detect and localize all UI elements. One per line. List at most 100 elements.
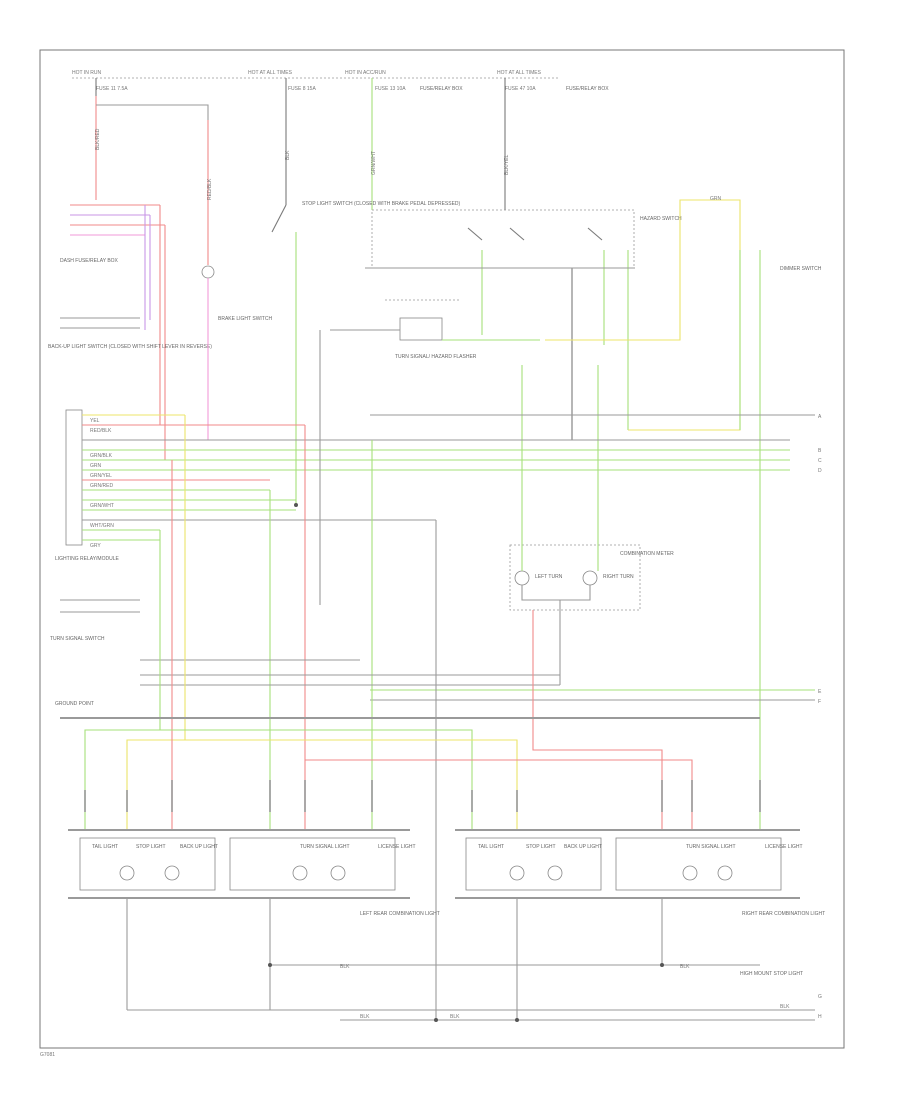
wire-label-2: RED/BLK	[207, 178, 213, 200]
wire-label-1: BLK/RED	[95, 128, 101, 150]
wire-label-4: GRN/WHT	[371, 151, 377, 175]
ground-node-1	[268, 963, 272, 967]
ground-label-1: BLK	[340, 964, 350, 970]
wire-harness-tail-left	[84, 530, 161, 830]
left-turn-indicator-icon	[514, 570, 530, 586]
ground-node-4	[515, 1018, 519, 1022]
diagram-frame	[39, 49, 845, 1049]
hazard-contact-2	[509, 227, 525, 241]
module-label-9: GRY	[90, 543, 101, 549]
right-tail-bulb-icon	[682, 865, 698, 881]
right-stop-bulb-icon	[509, 865, 525, 881]
brake-switch-label: BRAKE LIGHT SWITCH	[218, 316, 272, 322]
right-stop-light-label: STOP LIGHT	[526, 844, 556, 850]
ground-label-5: BLK	[780, 1004, 790, 1010]
ground-node-3	[434, 1018, 438, 1022]
module-label-4: GRN	[90, 463, 102, 469]
ground-label-3: BLK	[360, 1014, 370, 1020]
hazard-switch-box	[371, 209, 635, 269]
stop-switch-node	[294, 503, 298, 507]
right-backup-light-label: BACK UP LIGHT	[564, 844, 602, 850]
left-backup-bulb-icon	[164, 865, 180, 881]
fuse-1-label: FUSE 11 7.5A	[96, 86, 128, 92]
left-turn-bulb-icon	[330, 865, 346, 881]
right-rear-label: RIGHT REAR COMBINATION LIGHT	[742, 911, 825, 917]
ground-node-2	[660, 963, 664, 967]
turn-signal-label: TURN SIGNAL/ HAZARD FLASHER	[395, 354, 477, 360]
left-tail-bulb-icon	[292, 865, 308, 881]
module-label-1: YEL	[90, 418, 100, 424]
lighting-module-label: LIGHTING RELAY/MODULE	[55, 556, 119, 562]
wire-harness-tail-right	[160, 729, 473, 830]
right-backup-bulb-icon	[547, 865, 563, 881]
wire-meter-ground	[521, 585, 591, 601]
turn-signal-flasher-box	[399, 317, 443, 341]
lighting-module-box	[65, 409, 83, 546]
left-rear-label: LEFT REAR COMBINATION LIGHT	[360, 911, 440, 917]
fuse-4-label: FUSE 47 10A	[505, 86, 536, 92]
off-page-h: H	[818, 1014, 822, 1020]
reverse-switch-label: BACK-UP LIGHT SWITCH (CLOSED WITH SHIFT …	[48, 344, 212, 350]
indicator-label: COMBINATION METER	[620, 551, 674, 557]
module-label-2: RED/BLK	[90, 428, 112, 434]
off-page-g: G	[818, 994, 822, 1000]
off-page-a: A	[818, 414, 822, 420]
hazard-switch-label: HAZARD SWITCH	[640, 216, 682, 222]
wire-label-3: BLK	[285, 150, 291, 160]
right-turn-bulb-icon	[717, 865, 733, 881]
module-label-7: GRN/WHT	[90, 503, 114, 509]
module-label-6: GRN/RED	[90, 483, 113, 489]
hot-in-acc-run-label: HOT IN ACC/RUN	[345, 70, 386, 76]
wire-harness-stop-left	[126, 415, 186, 830]
off-page-c: C	[818, 458, 822, 464]
ground-label-2: BLK	[680, 964, 690, 970]
wire-harness-stop-right	[185, 739, 518, 830]
fuse-3-label: FUSE 13 10A	[375, 86, 406, 92]
off-page-b: B	[818, 448, 822, 454]
wire-label-5: BLK/YEL	[504, 154, 510, 175]
right-tail-light-label: TAIL LIGHT	[478, 844, 504, 850]
wire-harness-backup-right	[305, 759, 693, 830]
wire-fuse1-branch	[96, 104, 209, 120]
right-rear-box-1	[465, 837, 602, 891]
ground-label-4: BLK	[450, 1014, 460, 1020]
footer-code: G7081	[40, 1052, 55, 1058]
stop-switch-contact	[271, 204, 287, 233]
hazard-contact-1	[467, 227, 483, 241]
stop-switch-label: STOP LIGHT SWITCH (CLOSED WITH BRAKE PED…	[302, 201, 461, 207]
combination-meter-box	[509, 544, 641, 611]
hazard-contact-3	[587, 227, 603, 241]
wire-label-right-1: GRN	[710, 196, 722, 202]
right-turn-label: RIGHT TURN	[603, 574, 634, 580]
left-stop-bulb-icon	[119, 865, 135, 881]
hot-at-all-times-label-2: HOT AT ALL TIMES	[497, 70, 542, 76]
wire-right-yellow	[545, 199, 741, 431]
left-stop-light-label: STOP LIGHT	[136, 844, 166, 850]
right-license-label: LICENSE LIGHT	[765, 844, 803, 850]
right-rear-box-2	[615, 837, 782, 891]
connector-label: TURN SIGNAL SWITCH	[50, 636, 105, 642]
left-backup-light-label: BACK UP LIGHT	[180, 844, 218, 850]
fuse-block-note-1: FUSE/RELAY BOX	[420, 86, 463, 92]
left-license-label: LICENSE LIGHT	[378, 844, 416, 850]
off-page-f: F	[818, 699, 821, 705]
hot-at-all-times-label-1: HOT AT ALL TIMES	[248, 70, 293, 76]
wire-harness-turn-right	[532, 610, 663, 830]
fuse-block-note-2: FUSE/RELAY BOX	[566, 86, 609, 92]
brake-lamp-fuse-icon	[201, 265, 215, 279]
left-turn-light-label: TURN SIGNAL LIGHT	[300, 844, 350, 850]
ground-label-left: GROUND POINT	[55, 701, 94, 707]
module-label-3: GRN/BLK	[90, 453, 113, 459]
off-page-e: E	[818, 689, 822, 695]
off-page-d: D	[818, 468, 822, 474]
right-turn-indicator-icon	[582, 570, 598, 586]
left-tail-light-label: TAIL LIGHT	[92, 844, 118, 850]
left-rear-box-2	[229, 837, 396, 891]
hot-in-run-label: HOT IN RUN	[72, 70, 101, 76]
module-label-8: WHT/GRN	[90, 523, 114, 529]
left-rear-box-1	[79, 837, 216, 891]
left-turn-label: LEFT TURN	[535, 574, 563, 580]
high-mount-label: HIGH MOUNT STOP LIGHT	[740, 971, 803, 977]
dimmer-switch-label: DIMMER SWITCH	[780, 266, 822, 272]
